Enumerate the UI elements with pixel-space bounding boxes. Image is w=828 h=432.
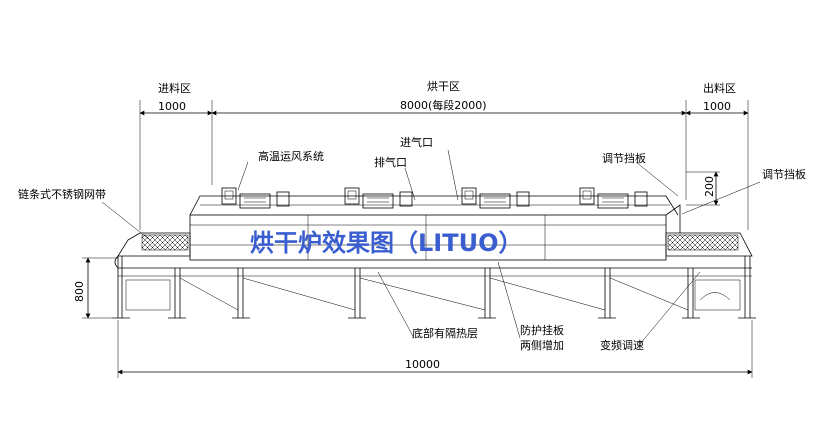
dryer-body <box>189 195 679 261</box>
baffle-dimension: 200 <box>686 171 720 206</box>
dim-out-length: 1000 <box>703 100 731 113</box>
label-adjust-baffle-right: 调节挡板 <box>762 167 806 181</box>
discharge-conveyor <box>665 204 753 257</box>
callout-labels: 高温运风系统 进气口 排气口 调节挡板 调节挡板 链条式不锈钢网带 底部有隔热层… <box>18 135 806 352</box>
dim-baffle: 200 <box>703 176 716 197</box>
label-hot-air-system: 高温运风系统 <box>258 149 324 163</box>
top-dimensions: 进料区 烘干区 出料区 1000 8000(每段2000) 1000 <box>139 79 749 230</box>
zone-feed-label: 进料区 <box>158 81 191 95</box>
zone-discharge-label: 出料区 <box>703 81 736 95</box>
label-air-inlet: 进气口 <box>400 135 433 149</box>
total-dimension: 10000 <box>117 320 753 378</box>
label-guard-plate: 防护挂板 <box>520 323 564 337</box>
frame <box>112 256 756 319</box>
feed-conveyor <box>114 232 191 269</box>
label-exhaust: 排气口 <box>374 155 407 169</box>
dim-total: 10000 <box>405 358 440 371</box>
dim-feed-length: 1000 <box>158 100 186 113</box>
label-guard-sides: 两侧增加 <box>520 338 564 352</box>
label-insulation: 底部有隔热层 <box>412 326 478 340</box>
label-adjust-baffle-top: 调节挡板 <box>602 151 646 165</box>
label-mesh-belt: 链条式不锈钢网带 <box>18 187 106 201</box>
dim-dry-length: 8000(每段2000) <box>400 98 487 112</box>
leaders <box>101 149 761 345</box>
watermark-text: 烘干炉效果图（LITUO） <box>250 229 522 257</box>
zone-dry-label: 烘干区 <box>427 79 460 93</box>
dim-height: 800 <box>73 281 86 302</box>
fan-units <box>221 187 648 209</box>
height-dimension: 800 <box>73 257 118 319</box>
label-vfd: 变频调速 <box>600 338 644 352</box>
